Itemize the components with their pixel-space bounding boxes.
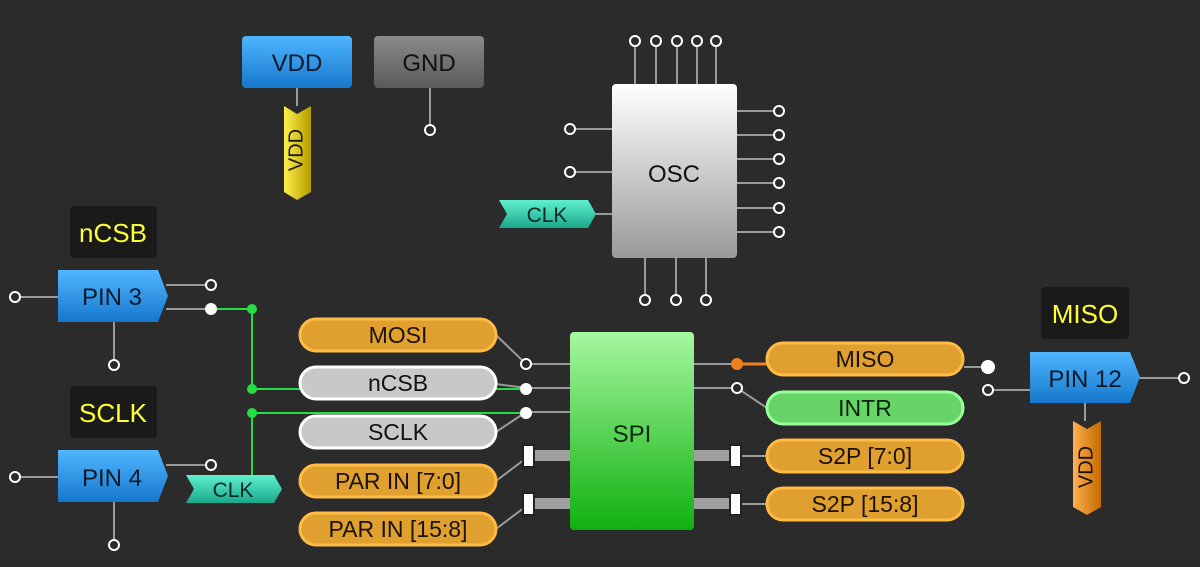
miso-title-text: MISO bbox=[1052, 299, 1118, 329]
bus-connectors bbox=[522, 444, 742, 516]
spi-output-s2p-15-8[interactable]: S2P [15:8] bbox=[765, 486, 965, 522]
spi-label: SPI bbox=[613, 421, 652, 448]
wires bbox=[15, 42, 1183, 544]
pin4-label: PIN 4 bbox=[82, 465, 142, 492]
pin3-block[interactable]: PIN 3 bbox=[58, 270, 168, 322]
spi-output-intr-label: INTR bbox=[838, 395, 892, 421]
pin12-vdd-label: VDD bbox=[1075, 446, 1097, 488]
vdd-block-label: VDD bbox=[272, 50, 323, 77]
vdd-tag[interactable]: VDD bbox=[284, 106, 311, 200]
spi-output-intr[interactable]: INTR bbox=[765, 390, 965, 426]
spi-input-sclk-label: SCLK bbox=[368, 419, 429, 445]
spi-output-s2p-7-0-label: S2P [7:0] bbox=[818, 443, 912, 469]
active-wire-orange bbox=[731, 358, 768, 370]
spi-input-par-in-7-0[interactable]: PAR IN [7:0] bbox=[298, 463, 498, 499]
osc-label: OSC bbox=[648, 161, 700, 188]
junction-dots bbox=[247, 304, 257, 418]
spi-input-sclk[interactable]: SCLK bbox=[298, 414, 498, 450]
spi-output-s2p-7-0[interactable]: S2P [7:0] bbox=[765, 438, 965, 474]
osc-block[interactable]: OSC bbox=[612, 84, 737, 258]
ncsb-title: nCSB bbox=[70, 206, 157, 258]
pin12-label: PIN 12 bbox=[1048, 366, 1121, 393]
pin4-clk-tag[interactable]: CLK bbox=[186, 475, 282, 503]
gnd-block-label: GND bbox=[402, 50, 455, 77]
vdd-tag-label: VDD bbox=[285, 129, 307, 171]
spi-input-mosi-label: MOSI bbox=[369, 322, 428, 348]
ncsb-title-text: nCSB bbox=[79, 218, 147, 248]
spi-input-ncsb-label: nCSB bbox=[368, 370, 428, 396]
spi-input-par-in-15-8[interactable]: PAR IN [15:8] bbox=[298, 511, 498, 547]
vdd-block[interactable]: VDD bbox=[242, 36, 352, 88]
osc-clk-label: CLK bbox=[527, 204, 568, 227]
ports-connected[interactable] bbox=[205, 303, 995, 419]
spi-output-s2p-15-8-label: S2P [15:8] bbox=[812, 491, 919, 517]
spi-output-miso-label: MISO bbox=[836, 346, 895, 372]
pin4-block[interactable]: PIN 4 bbox=[58, 450, 168, 502]
spi-input-par-in-15-8-label: PAR IN [15:8] bbox=[329, 516, 468, 542]
pin4-clk-label: CLK bbox=[213, 479, 254, 502]
miso-title: MISO bbox=[1041, 287, 1129, 339]
pin12-vdd-tag[interactable]: VDD bbox=[1073, 421, 1101, 515]
spi-input-par-in-7-0-label: PAR IN [7:0] bbox=[335, 468, 461, 494]
sclk-title-text: SCLK bbox=[79, 398, 148, 428]
gnd-block[interactable]: GND bbox=[374, 36, 484, 88]
spi-input-ncsb[interactable]: nCSB bbox=[298, 365, 498, 401]
pin3-label: PIN 3 bbox=[82, 284, 142, 311]
spi-output-miso[interactable]: MISO bbox=[765, 341, 965, 377]
ports-open[interactable] bbox=[9, 35, 1190, 551]
osc-clk-tag[interactable]: CLK bbox=[499, 200, 596, 228]
spi-block[interactable]: SPI bbox=[570, 332, 694, 530]
sclk-title: SCLK bbox=[70, 386, 157, 438]
spi-input-mosi[interactable]: MOSI bbox=[298, 317, 498, 353]
pin12-block[interactable]: PIN 12 bbox=[1030, 352, 1140, 403]
